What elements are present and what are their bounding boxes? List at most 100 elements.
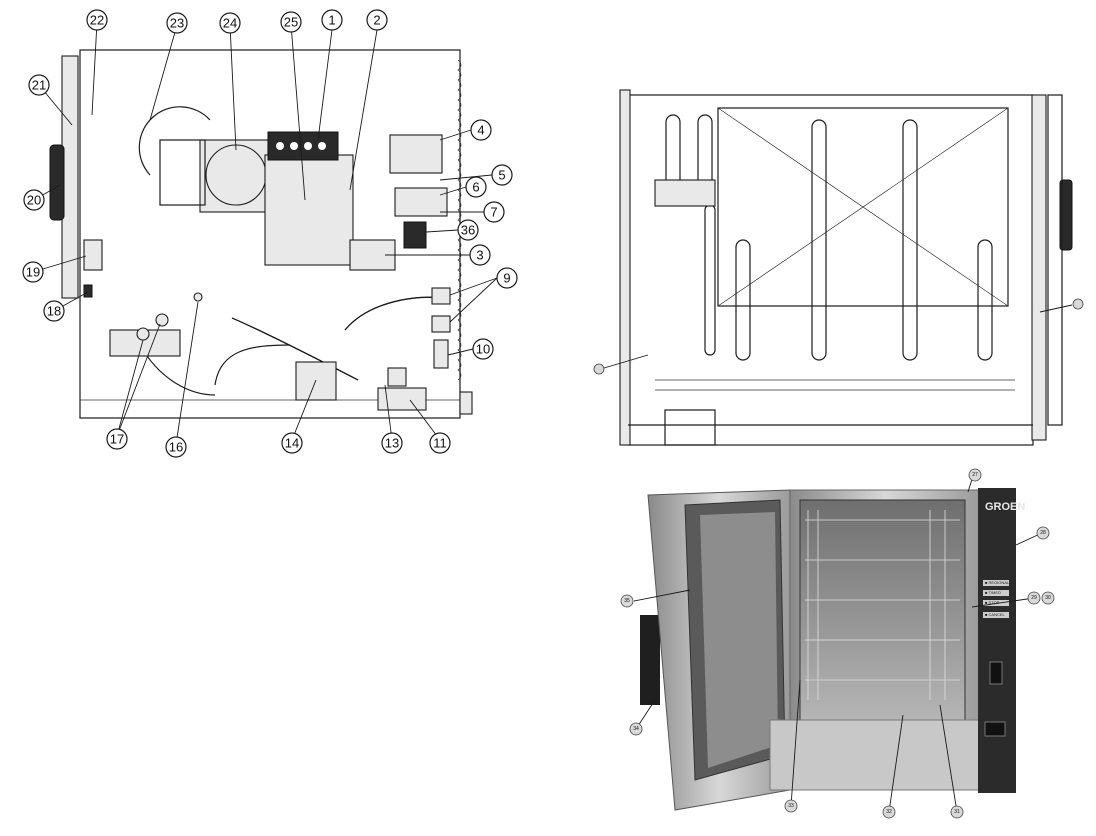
- callout-5: 5: [491, 164, 513, 186]
- right-door-edge: [1047, 94, 1063, 426]
- callout-9: 9: [496, 267, 518, 289]
- svg-text:7: 7: [490, 205, 497, 220]
- callout-33: 33: [784, 799, 798, 813]
- hinge: [83, 284, 93, 298]
- svg-text:1: 1: [328, 13, 335, 28]
- oven-photo: GROEN ■ REGIONAL ■ TIMED ■ STOP ■ CANCEL: [640, 488, 1025, 811]
- motor-bracket: [159, 139, 206, 206]
- panel-label-4: ■ CANCEL: [985, 612, 1006, 617]
- panel-label-2: ■ TIMED: [985, 590, 1001, 595]
- rack-rails: [805, 510, 960, 700]
- callout-27: 27: [968, 468, 982, 482]
- svg-text:16: 16: [169, 440, 183, 455]
- svg-text:10: 10: [476, 342, 490, 357]
- callout-32: 32: [882, 805, 896, 819]
- plug: [193, 292, 203, 302]
- callout-28: 28: [1036, 526, 1050, 540]
- svg-text:34: 34: [633, 726, 639, 732]
- callout-unlabeled-right: [1072, 298, 1084, 310]
- svg-text:32: 32: [886, 809, 892, 815]
- callout-18: 18: [43, 300, 65, 322]
- door-handle: [49, 144, 65, 221]
- callout-20: 20: [23, 189, 45, 211]
- callout-35: 35: [620, 594, 634, 608]
- svg-text:29: 29: [1031, 595, 1037, 601]
- left-leader-lines: [32, 21, 498, 445]
- svg-text:30: 30: [1045, 595, 1051, 601]
- sensor: [433, 339, 449, 369]
- svg-text:23: 23: [170, 16, 184, 31]
- callout-30: 30: [1041, 591, 1055, 605]
- callout-19: 19: [22, 261, 44, 283]
- callout-1: 1: [321, 9, 343, 31]
- terminal-strip: [403, 221, 427, 249]
- svg-text:6: 6: [472, 180, 479, 195]
- callout-6: 6: [465, 176, 487, 198]
- callout-21: 21: [28, 74, 50, 96]
- svg-text:21: 21: [32, 78, 46, 93]
- callout-13: 13: [381, 432, 403, 454]
- svg-text:24: 24: [223, 16, 237, 31]
- left-wall: [619, 89, 631, 446]
- svg-text:25: 25: [284, 15, 298, 30]
- svg-text:20: 20: [27, 193, 41, 208]
- callout-29: 29: [1027, 591, 1041, 605]
- callout-11: 11: [429, 432, 451, 454]
- svg-text:9: 9: [503, 271, 510, 286]
- svg-text:22: 22: [90, 13, 104, 28]
- right-top-interior-view: [619, 89, 1073, 446]
- side-panel: [640, 615, 660, 705]
- steam-generator: [654, 179, 716, 207]
- svg-text:4: 4: [477, 123, 484, 138]
- control-panel: [978, 488, 1016, 793]
- svg-text:13: 13: [385, 436, 399, 451]
- fitting: [387, 367, 407, 387]
- callout-14: 14: [281, 432, 303, 454]
- svg-text:14: 14: [285, 436, 299, 451]
- brand-label: GROEN: [985, 501, 1025, 513]
- callout-2: 2: [366, 9, 388, 31]
- callout-4: 4: [470, 119, 492, 141]
- svg-text:33: 33: [788, 803, 794, 809]
- callout-7: 7: [483, 201, 505, 223]
- svg-text:5: 5: [498, 168, 505, 183]
- fan-panel: [717, 107, 1009, 307]
- door-switch: [83, 239, 103, 271]
- callout-34: 34: [629, 722, 643, 736]
- fan-motor: [205, 144, 267, 206]
- svg-text:3: 3: [476, 248, 483, 263]
- heating-elements: [665, 114, 993, 361]
- contactor: [394, 187, 448, 217]
- right-wall: [1031, 94, 1047, 441]
- callout-23: 23: [166, 12, 188, 34]
- right-door-handle: [1059, 179, 1073, 251]
- interior-housing: [627, 94, 1034, 446]
- control-board: [264, 154, 354, 266]
- svg-text:11: 11: [433, 436, 447, 451]
- photo-leader-lines: [633, 475, 1043, 813]
- svg-text:36: 36: [461, 223, 475, 238]
- drain-stub: [459, 391, 473, 415]
- svg-text:18: 18: [47, 304, 61, 319]
- callout-31: 31: [950, 805, 964, 819]
- svg-text:28: 28: [1040, 530, 1046, 536]
- svg-text:31: 31: [954, 809, 960, 815]
- callout-24: 24: [219, 12, 241, 34]
- right-top-leader-lines: [603, 304, 1073, 369]
- svg-text:17: 17: [110, 432, 124, 447]
- relay: [389, 134, 443, 174]
- rear-ribs: [457, 59, 462, 381]
- callout-10: 10: [472, 338, 494, 360]
- solenoid-valve: [431, 287, 451, 305]
- callout-17: 17: [106, 428, 128, 450]
- oven-cavity: [799, 499, 966, 721]
- callout-25: 25: [280, 11, 302, 33]
- left-side-view: [49, 49, 473, 419]
- drain-box: [377, 387, 427, 411]
- svg-text:35: 35: [624, 598, 630, 604]
- solenoid-valve: [431, 315, 451, 333]
- panel-label-3: ■ STOP: [985, 600, 1000, 605]
- fan-shroud: [138, 106, 211, 176]
- svg-text:2: 2: [373, 13, 380, 28]
